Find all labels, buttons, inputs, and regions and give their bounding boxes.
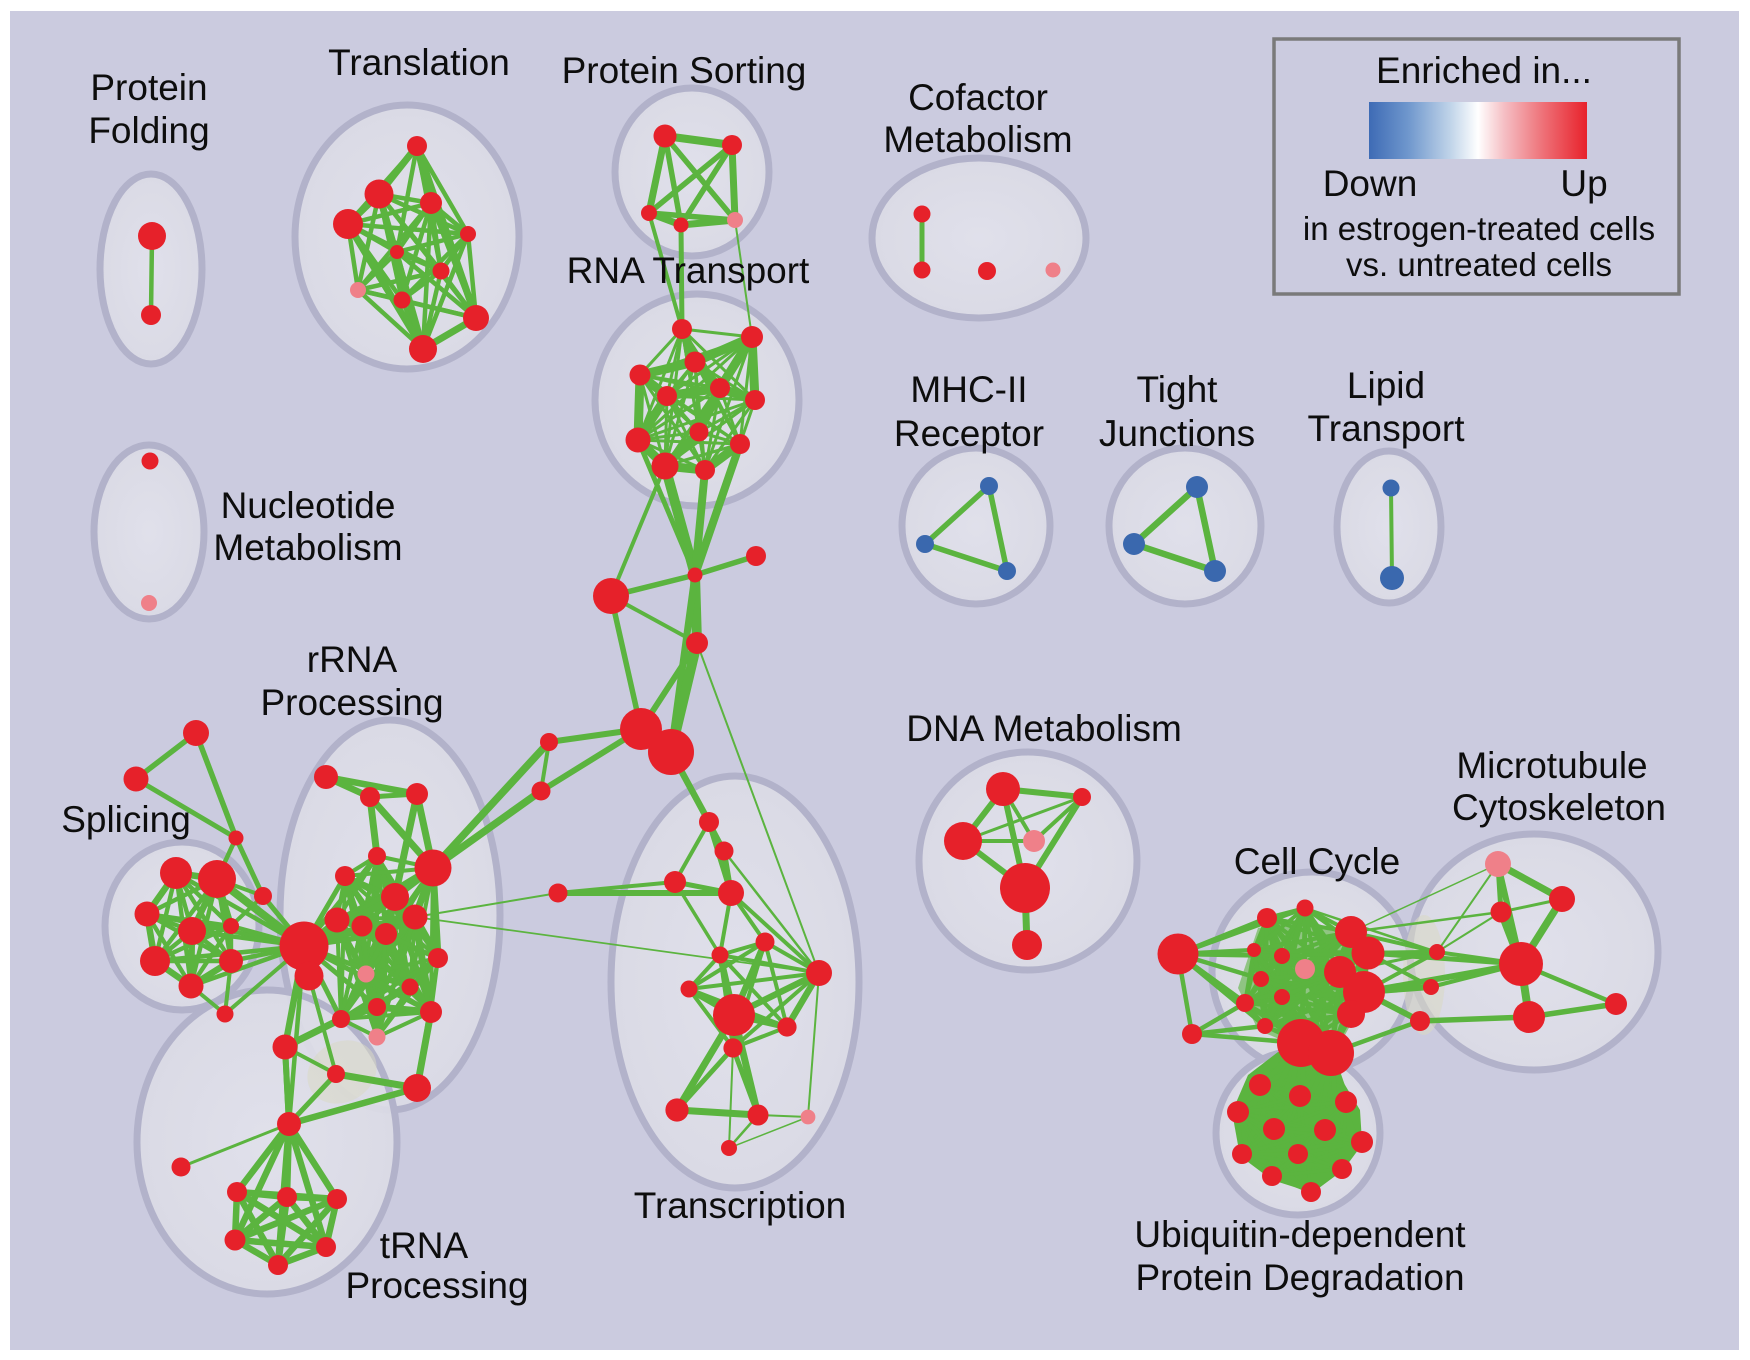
svg-text:Ubiquitin-dependent: Ubiquitin-dependent <box>1134 1214 1466 1255</box>
svg-text:Receptor: Receptor <box>894 413 1044 454</box>
svg-text:Cofactor: Cofactor <box>908 77 1048 118</box>
svg-text:Enriched in...: Enriched in... <box>1376 50 1592 91</box>
svg-text:Down: Down <box>1323 163 1418 204</box>
svg-text:Nucleotide: Nucleotide <box>221 485 396 526</box>
svg-text:Cell Cycle: Cell Cycle <box>1234 841 1401 882</box>
svg-text:Metabolism: Metabolism <box>213 527 402 568</box>
svg-text:in estrogen-treated cells: in estrogen-treated cells <box>1303 210 1655 247</box>
svg-text:Up: Up <box>1560 163 1607 204</box>
svg-text:MHC-II: MHC-II <box>910 369 1027 410</box>
svg-text:Microtubule: Microtubule <box>1456 745 1647 786</box>
svg-text:RNA Transport: RNA Transport <box>567 250 810 291</box>
svg-text:Metabolism: Metabolism <box>883 119 1072 160</box>
svg-text:Protein Degradation: Protein Degradation <box>1135 1257 1464 1298</box>
svg-text:Transcription: Transcription <box>634 1185 846 1226</box>
svg-text:Processing: Processing <box>260 682 443 723</box>
svg-text:DNA Metabolism: DNA Metabolism <box>906 708 1182 749</box>
svg-text:Protein: Protein <box>90 67 207 108</box>
svg-text:Translation: Translation <box>328 42 510 83</box>
svg-text:vs. untreated cells: vs. untreated cells <box>1346 246 1612 283</box>
svg-text:Protein Sorting: Protein Sorting <box>562 50 807 91</box>
svg-text:Junctions: Junctions <box>1099 413 1255 454</box>
svg-text:Processing: Processing <box>345 1265 528 1306</box>
svg-text:Tight: Tight <box>1137 369 1219 410</box>
svg-text:Lipid: Lipid <box>1347 365 1425 406</box>
svg-text:Folding: Folding <box>88 110 209 151</box>
svg-text:tRNA: tRNA <box>380 1225 469 1266</box>
svg-text:Splicing: Splicing <box>61 799 191 840</box>
svg-text:Cytoskeleton: Cytoskeleton <box>1452 787 1666 828</box>
svg-text:rRNA: rRNA <box>307 639 398 680</box>
svg-text:Transport: Transport <box>1308 408 1466 449</box>
